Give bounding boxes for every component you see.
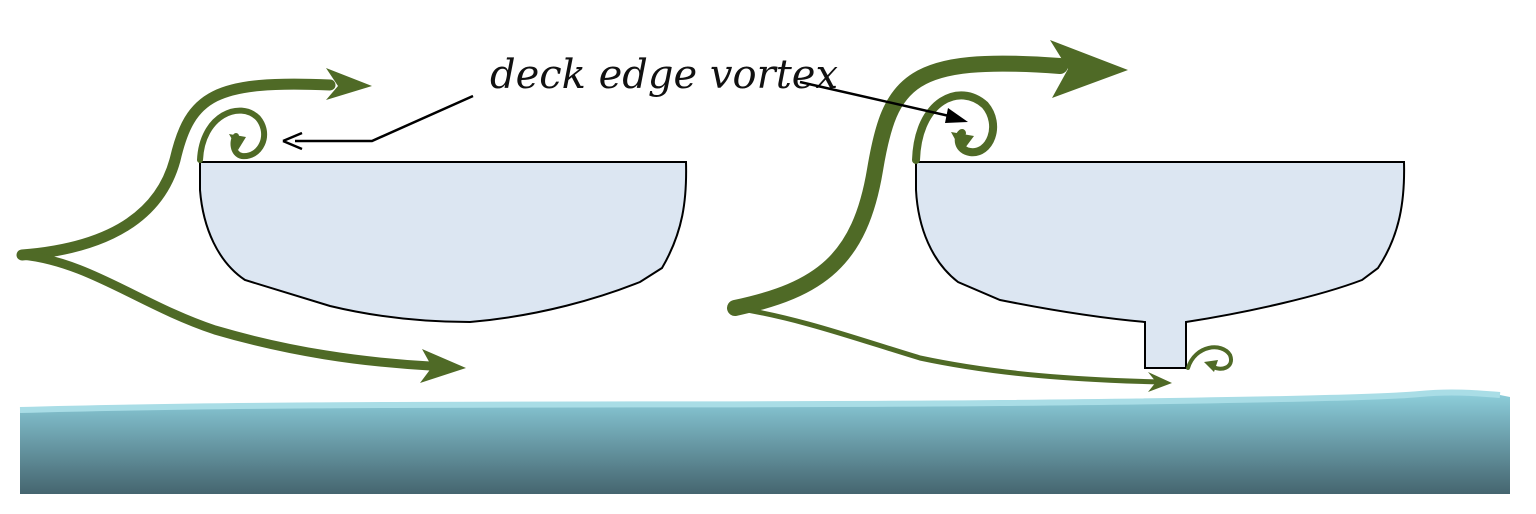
right-airflow [727,40,1233,392]
annotation: deck edge vortex [282,52,968,151]
right-upper-flow-arrowhead [1050,40,1128,98]
left-deck-edge-vortex [197,107,268,163]
right-leader-arrowhead [945,108,968,123]
left-upper-flow-line [16,78,336,261]
deck-edge-vortex-label: deck edge vortex [490,52,838,98]
left-vortex-arrowhead [229,134,246,150]
right-upper-flow-line [727,55,1068,316]
water-surface [19,389,1510,494]
left-upper-flow-arrowhead [326,68,372,100]
left-airflow [16,68,466,383]
left-leader-arrowhead [282,131,303,151]
keel-tip-vortex [1186,345,1233,371]
right-vortex-arrowhead [951,132,974,152]
left-hull [199,161,688,324]
right-deck-edge-vortex [912,91,998,164]
left-lower-flow-line [17,250,435,371]
right-hull-with-keel [915,161,1406,369]
left-lower-flow-arrowhead [420,349,466,383]
right-lower-flow-arrowhead [1148,372,1172,392]
right-lower-flow-line [732,305,1163,385]
left-leader-line [295,94,474,143]
right-leader-line [799,80,959,120]
keel-vortex-arrowhead [1204,360,1218,372]
